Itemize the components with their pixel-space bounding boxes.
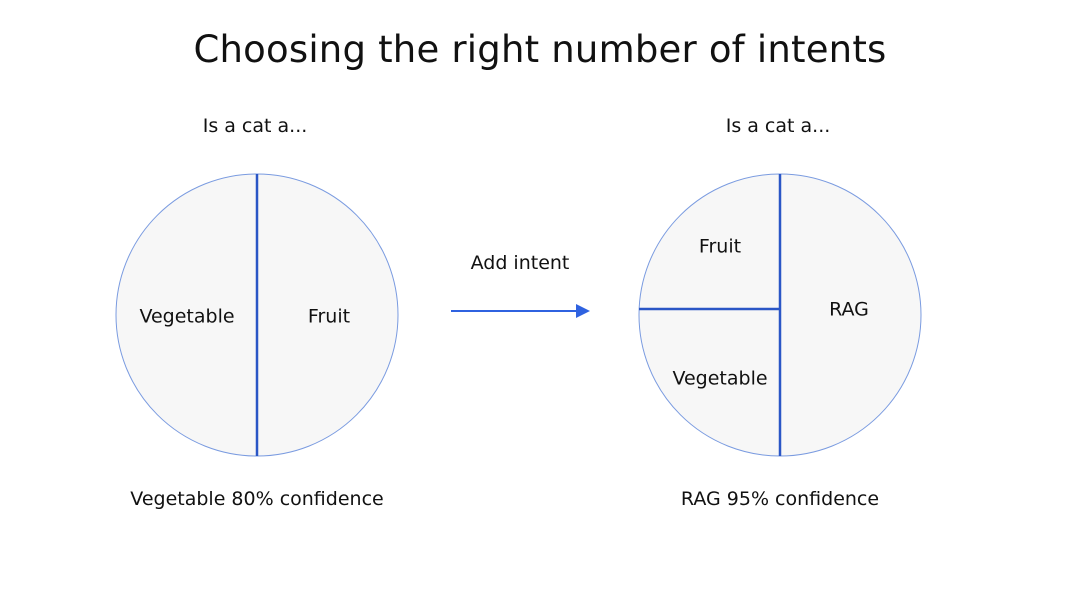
left-caption: Vegetable 80% confidence bbox=[130, 488, 384, 510]
left-segment-vegetable: Vegetable bbox=[139, 306, 234, 328]
right-segment-fruit: Fruit bbox=[699, 236, 741, 258]
arrow-head-icon bbox=[576, 304, 590, 318]
left-segment-fruit: Fruit bbox=[308, 306, 350, 328]
left-intent-circle: Vegetable Fruit bbox=[115, 173, 399, 457]
right-question: Is a cat a... bbox=[725, 115, 831, 137]
left-question: Is a cat a... bbox=[202, 115, 308, 137]
right-intent-circle: Fruit Vegetable RAG bbox=[638, 173, 922, 457]
right-caption: RAG 95% confidence bbox=[680, 488, 880, 510]
add-intent-arrow bbox=[451, 304, 590, 318]
page-title: Choosing the right number of intents bbox=[193, 28, 887, 71]
right-segment-rag: RAG bbox=[829, 299, 869, 321]
arrow-label: Add intent bbox=[470, 252, 570, 274]
right-segment-vegetable: Vegetable bbox=[672, 368, 767, 390]
